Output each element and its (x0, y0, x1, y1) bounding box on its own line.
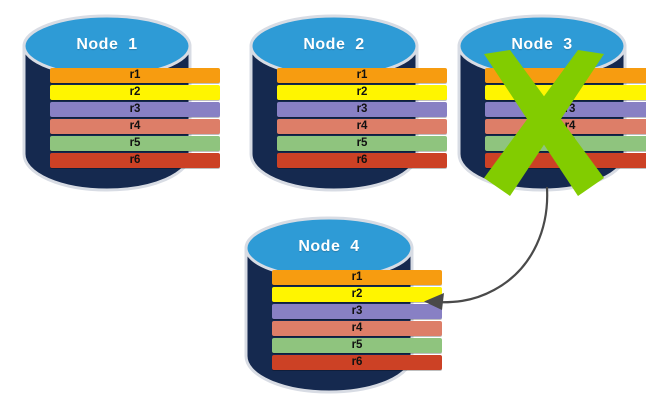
row-r2[interactable]: r2 (50, 85, 220, 100)
node-2-rows: r1 r2 r3 r4 r5 r6 (249, 68, 475, 170)
row-r1[interactable]: r1 (50, 68, 220, 83)
row-r6[interactable]: r6 (277, 153, 447, 168)
row-r4[interactable]: r4 (50, 119, 220, 134)
node-1-title: Node 1 (76, 36, 138, 53)
row-r5[interactable]: r5 (50, 136, 220, 151)
row-r1[interactable]: r1 (277, 68, 447, 83)
row-r5[interactable]: r5 (272, 338, 442, 353)
row-r2[interactable]: r2 (277, 85, 447, 100)
row-r4[interactable]: r4 (277, 119, 447, 134)
row-r3[interactable]: r3 (50, 102, 220, 117)
row-r6[interactable]: r6 (272, 355, 442, 370)
row-r6[interactable]: r6 (50, 153, 220, 168)
node-3-title: Node 3 (511, 36, 573, 53)
node-1-rows: r1 r2 r3 r4 r5 r6 (22, 68, 248, 170)
row-r2[interactable]: r2 (272, 287, 442, 302)
node-4-rows: r1 r2 r3 r4 r5 r6 (244, 270, 470, 372)
row-r4[interactable]: r4 (272, 321, 442, 336)
node-2[interactable]: Node 2 r1 r2 r3 r4 r5 r6 (249, 10, 447, 192)
node-1[interactable]: Node 1 r1 r2 r3 r4 r5 r6 (22, 10, 220, 192)
row-r1[interactable]: r1 (272, 270, 442, 285)
node-4-title: Node 4 (298, 238, 360, 255)
row-r3[interactable]: r3 (277, 102, 447, 117)
row-r3[interactable]: r3 (272, 304, 442, 319)
node-2-title: Node 2 (303, 36, 365, 53)
node-4[interactable]: Node 4 r1 r2 r3 r4 r5 r6 (244, 212, 442, 394)
row-r5[interactable]: r5 (277, 136, 447, 151)
